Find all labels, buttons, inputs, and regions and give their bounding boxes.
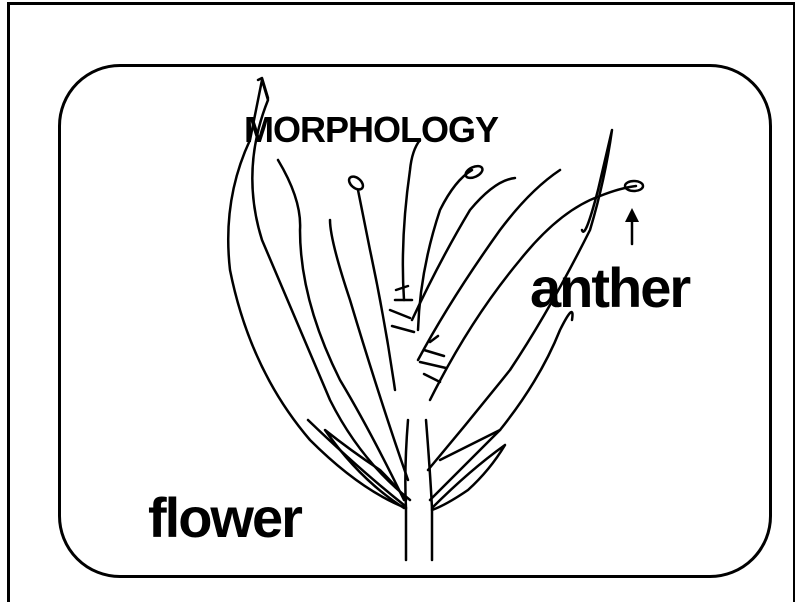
stem-left (405, 420, 408, 560)
flower-label: flower (148, 490, 301, 546)
filament-3 (418, 170, 472, 330)
right-bract (430, 312, 573, 500)
inner-left-glume-2 (330, 220, 408, 480)
anther-head-2 (464, 164, 485, 181)
filament-2 (403, 140, 420, 300)
anther-arrowhead (625, 208, 639, 222)
lower-right-glume (432, 445, 505, 510)
anther-label: anther (530, 260, 689, 316)
filament-1 (358, 190, 395, 390)
left-bract-vein (308, 420, 404, 505)
anther-head-1 (347, 174, 366, 192)
stem-right (426, 420, 432, 560)
spikelet-1 (390, 286, 414, 332)
filament-6 (412, 178, 515, 320)
diagram-title: MORPHOLOGY (244, 112, 498, 148)
